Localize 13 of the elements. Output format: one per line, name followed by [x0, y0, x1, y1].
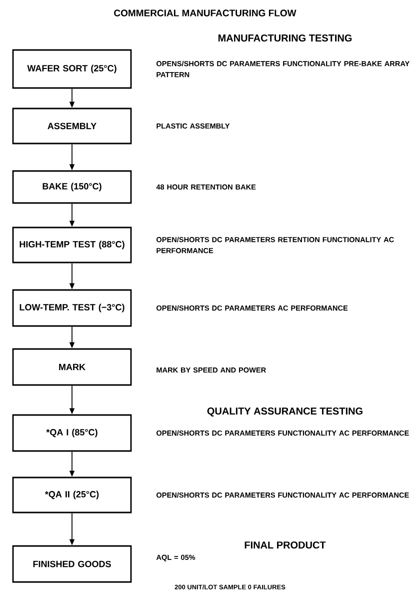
process-box: FINISHED GOODS [12, 545, 132, 583]
section-heading: FINAL PRODUCT [244, 541, 326, 549]
title: COMMERCIAL MANUFACTURING FLOW [114, 10, 296, 16]
process-box: ASSEMBLY [12, 108, 132, 144]
section-heading: QUALITY ASSURANCE TESTING [207, 408, 362, 416]
process-box: WAFER SORT (25°C) [12, 49, 132, 89]
section-heading: MANUFACTURING TESTING [218, 34, 352, 42]
process-box: *QA II (25°C) [12, 476, 132, 514]
process-box: HIGH-TEMP TEST (88°C) [12, 226, 132, 264]
process-box: *QA I (85°C) [12, 414, 132, 452]
process-box: BAKE (150°C) [12, 170, 132, 204]
process-box: MARK [12, 348, 132, 386]
process-box: LOW-TEMP. TEST (−3°C) [12, 289, 132, 327]
